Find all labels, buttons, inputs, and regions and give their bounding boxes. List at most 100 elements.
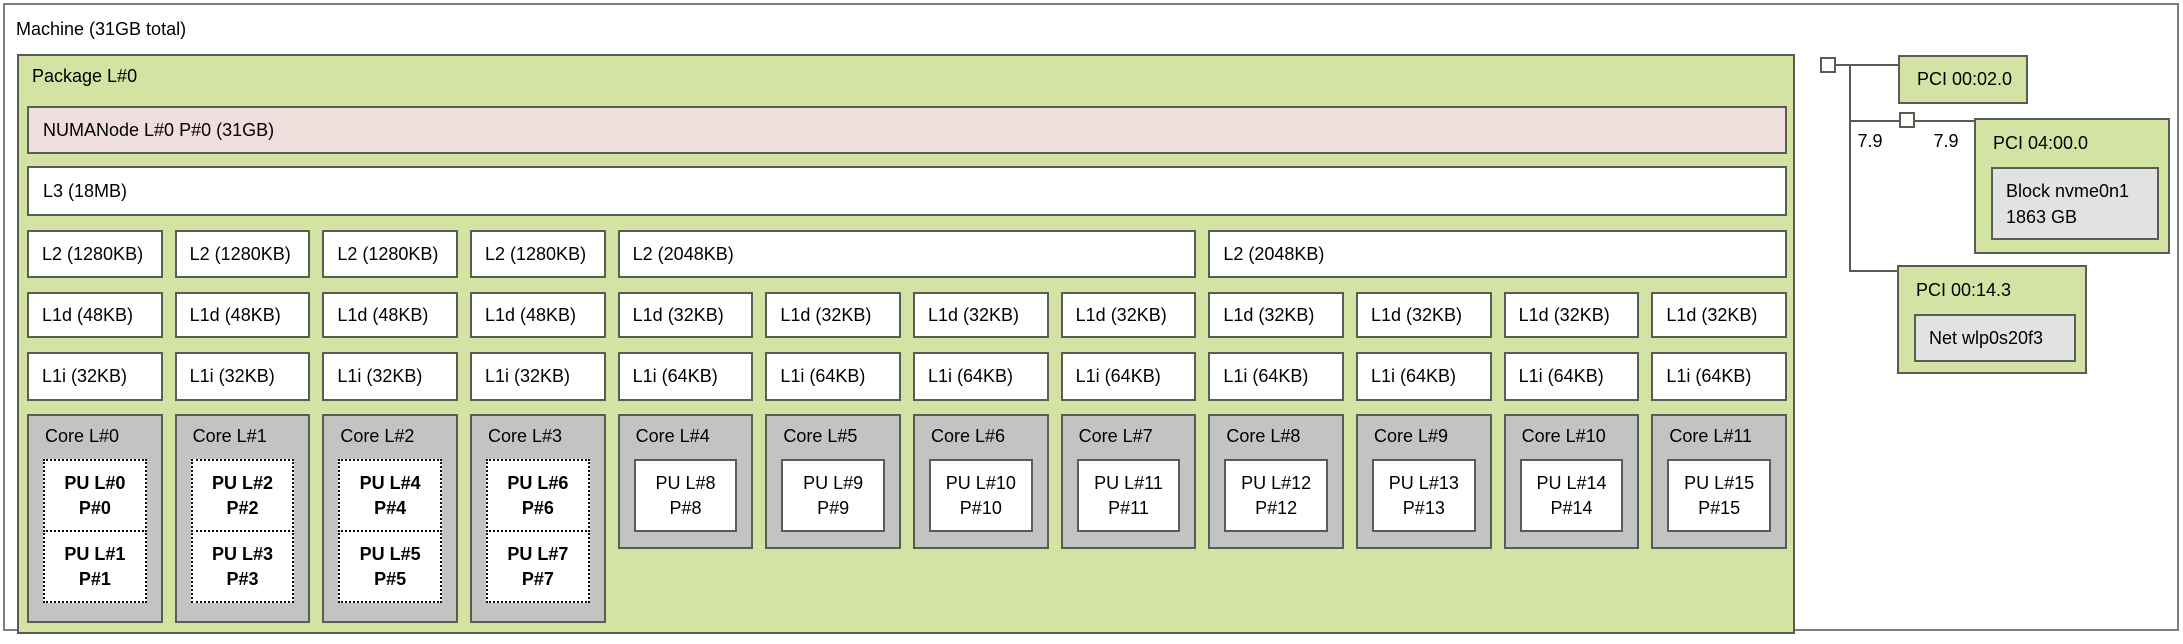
pci-device-00-02-0: PCI 00:02.0 [1898,55,2028,104]
pu-physical-label: P#9 [817,498,850,518]
pci-device-00-14-3: PCI 00:14.3 Net wlp0s20f3 [1897,265,2087,374]
pci-device-04-00-0: PCI 04:00.0 Block nvme0n1 1863 GB [1974,118,2170,254]
l1d-cache-box: L1d (32KB) [1060,292,1197,338]
core-box: Core L#5 PU L#9 P#9 [765,414,901,549]
core-box: Core L#8 PU L#12 P#12 [1208,414,1344,549]
package-label: Package L#0 [32,66,138,86]
pu-physical-label: P#14 [1550,498,1593,518]
l1d-cache-box: L1d (32KB) [1651,292,1787,338]
l1d-cache-box: L1d (32KB) [913,292,1049,338]
l1i-cache-box: L1i (64KB) [1503,352,1640,401]
pu-physical-label: P#10 [959,498,1002,518]
pci-trunk-line [1849,64,1851,272]
pu-logical-label: PU L#14 [1536,473,1607,493]
pci-bridge-square [1899,112,1915,128]
core-label: Core L#1 [192,426,267,446]
core-box: Core L#3 PU L#6 P#6 PU L#7 P#7 [470,414,606,623]
l1i-cache-box: L1i (32KB) [322,352,458,401]
l2-cache-box: L2 (1280KB) [174,230,311,278]
core-box: Core L#0 PU L#0 P#0 PU L#1 P#1 [27,414,163,623]
pu-box: PU L#0 P#0 [43,459,147,532]
core-label: Core L#2 [340,426,415,446]
pu-box: PU L#5 P#5 [338,530,442,603]
pu-logical-label: PU L#5 [359,544,421,564]
pu-box: PU L#14 P#14 [1519,459,1624,532]
l1d-cache-box: L1d (48KB) [470,292,606,338]
pu-box: PU L#4 P#4 [338,459,442,532]
l1i-cache-box: L1i (64KB) [1651,352,1787,401]
l1i-cache-box: L1i (64KB) [1356,352,1492,401]
pu-box: PU L#2 P#2 [190,459,295,532]
pu-stack: PU L#9 P#9 [781,459,885,532]
pu-physical-label: P#12 [1255,498,1298,518]
core-box: Core L#4 PU L#8 P#8 [617,414,754,549]
block-device-box: Block nvme0n1 1863 GB [1991,167,2159,240]
link-speed-label: 7.9 [1933,131,1959,151]
l1i-cache-box: L1i (64KB) [765,352,901,401]
pu-logical-label: PU L#6 [507,473,569,493]
pu-box: PU L#9 P#9 [781,459,885,532]
numanode-label: NUMANode L#0 P#0 (31GB) [43,119,275,140]
l1i-cache-box: L1i (64KB) [1208,352,1344,401]
pu-box: PU L#7 P#7 [486,530,590,603]
pu-box: PU L#15 P#15 [1667,459,1771,532]
pci-connector-line [1851,270,1897,272]
pu-stack: PU L#2 P#2 PU L#3 P#3 [190,459,295,603]
pu-stack: PU L#10 P#10 [929,459,1033,532]
l3-cache-box: L3 (18MB) [27,166,1787,216]
pu-physical-label: P#15 [1698,498,1741,518]
pci-device-label: PCI 04:00.0 [1993,133,2089,153]
pu-stack: PU L#12 P#12 [1224,459,1328,532]
core-box: Core L#1 PU L#2 P#2 PU L#3 P#3 [174,414,311,623]
pci-device-label: PCI 00:02.0 [1917,69,2013,89]
pu-logical-label: PU L#2 [211,473,273,493]
l1d-cache-box: L1d (48KB) [174,292,311,338]
pu-stack: PU L#8 P#8 [633,459,738,532]
block-device-size: 1863 GB [2006,207,2078,227]
pu-box: PU L#1 P#1 [43,530,147,603]
l1d-cache-box: L1d (32KB) [1356,292,1492,338]
pu-box: PU L#8 P#8 [633,459,738,532]
l1d-cache-box: L1d (32KB) [617,292,754,338]
net-device-box: Net wlp0s20f3 [1914,314,2076,362]
pu-box: PU L#13 P#13 [1372,459,1476,532]
pu-box: PU L#3 P#3 [190,530,295,603]
core-label: Core L#7 [1078,426,1153,446]
l2-cache-box: L2 (1280KB) [27,230,163,278]
pu-logical-label: PU L#7 [507,544,569,564]
host-bridge-square [1820,57,1836,73]
machine-box: Machine (31GB total) Package L#0 NUMANod… [3,3,2179,634]
link-speed-label: 7.9 [1857,131,1883,151]
core-label: Core L#8 [1226,426,1301,446]
l1i-cache-box: L1i (32KB) [174,352,311,401]
core-label: Core L#9 [1374,426,1449,446]
l1d-cache-box: L1d (32KB) [1208,292,1344,338]
core-label: Core L#3 [488,426,563,446]
core-box: Core L#7 PU L#11 P#11 [1060,414,1197,549]
l2-cache-row: L2 (1280KB) L2 (1280KB) L2 (1280KB) L2 (… [27,230,1787,278]
pu-logical-label: PU L#9 [803,473,864,493]
pu-logical-label: PU L#12 [1241,473,1312,493]
l2-cache-box-shared: L2 (2048KB) [617,230,1197,278]
pu-logical-label: PU L#10 [945,473,1016,493]
pu-physical-label: P#6 [521,498,554,518]
pu-physical-label: P#11 [1108,498,1149,518]
l1d-cache-box: L1d (48KB) [27,292,163,338]
core-label: Core L#10 [1521,426,1606,446]
package-box: Package L#0 NUMANode L#0 P#0 (31GB) L3 (… [17,54,1795,634]
l1i-cache-box: L1i (64KB) [617,352,754,401]
pci-device-label: PCI 00:14.3 [1916,280,2012,300]
l3-cache-label: L3 (18MB) [43,180,128,201]
pu-physical-label: P#0 [78,498,111,518]
l1d-cache-box: L1d (48KB) [322,292,458,338]
core-label: Core L#0 [45,426,120,446]
machine-label: Machine (31GB total) [16,19,187,39]
pu-physical-label: P#3 [226,569,259,589]
pu-physical-label: P#13 [1402,498,1445,518]
core-box: Core L#11 PU L#15 P#15 [1651,414,1787,549]
pu-physical-label: P#5 [374,569,407,589]
pu-stack: PU L#13 P#13 [1372,459,1476,532]
l1d-cache-box: L1d (32KB) [765,292,901,338]
pu-physical-label: P#1 [78,569,111,589]
